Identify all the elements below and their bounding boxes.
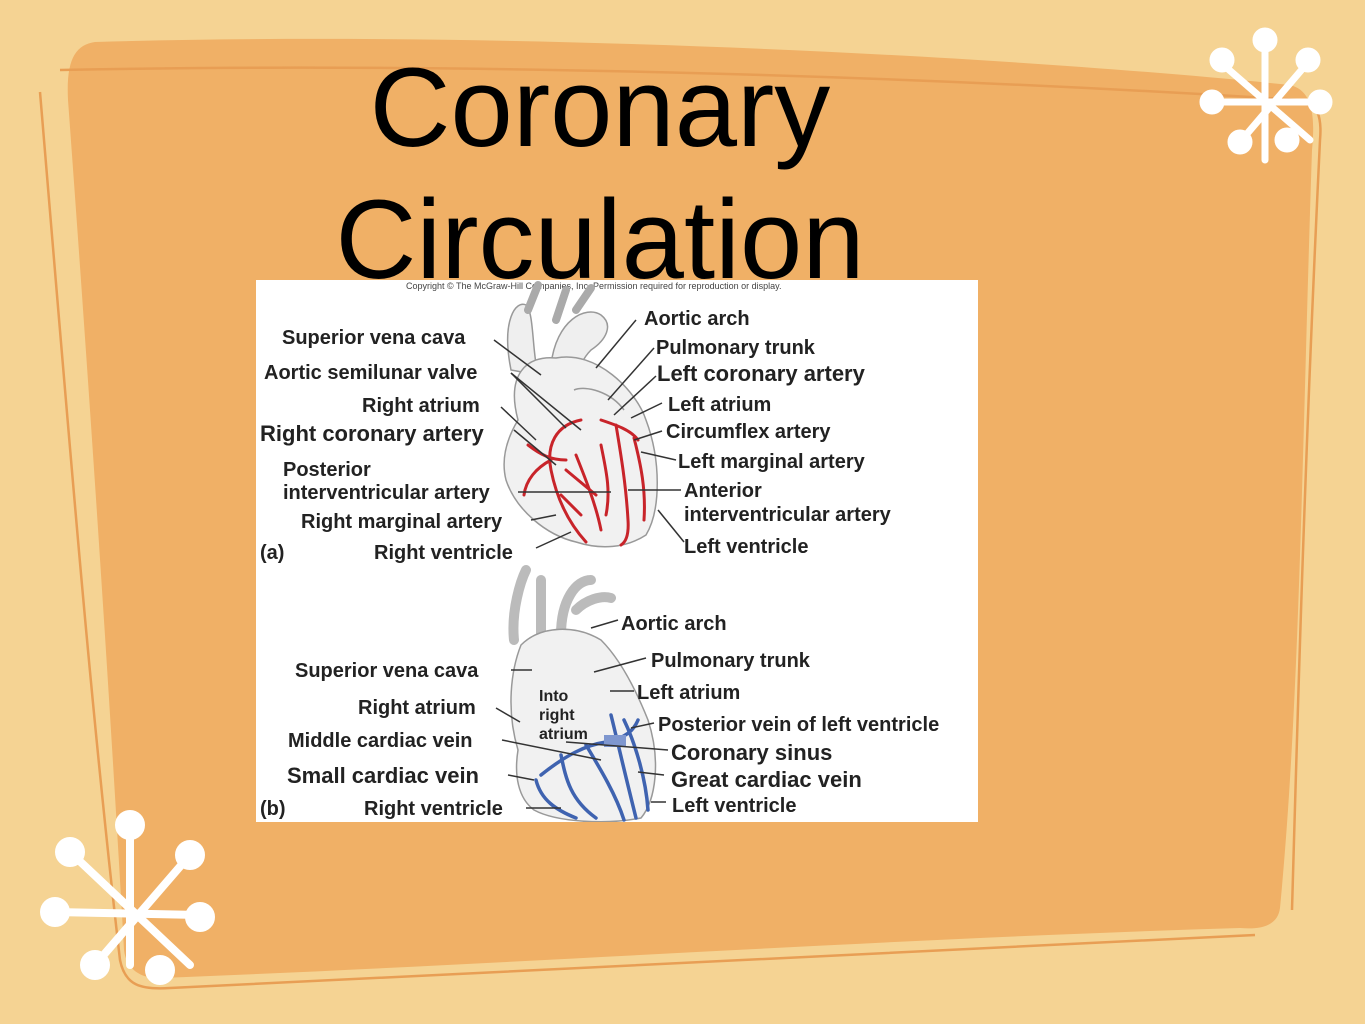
label-interventricular-artery-right: interventricular artery [684, 504, 892, 526]
labels-panel-b: Aortic arch Pulmonary trunk Left atrium … [260, 613, 939, 820]
label-aortic-semilunar-valve: Aortic semilunar valve [264, 362, 477, 384]
label-superior-vena-cava: Superior vena cava [282, 327, 466, 349]
label-right-atrium-b: Right atrium [358, 697, 476, 719]
starburst-icon [40, 810, 215, 985]
label-circumflex-artery: Circumflex artery [666, 421, 831, 443]
label-into: Into [539, 688, 569, 705]
label-middle-cardiac-vein: Middle cardiac vein [288, 730, 473, 752]
label-great-cardiac-vein: Great cardiac vein [671, 767, 862, 792]
label-left-coronary-artery: Left coronary artery [657, 361, 866, 386]
label-posterior: Posterior [283, 459, 371, 481]
label-aortic-arch-b: Aortic arch [621, 613, 727, 635]
leader-lines-b [495, 619, 669, 809]
label-left-marginal-artery: Left marginal artery [678, 451, 866, 473]
heart-posterior-illustration [508, 565, 657, 823]
labels-panel-a: Superior vena cava Aortic semilunar valv… [260, 308, 892, 564]
leader-lines-a [493, 319, 685, 549]
slide-title: Coronary Circulation [300, 42, 900, 306]
label-aortic-arch: Aortic arch [644, 308, 750, 330]
label-pulmonary-trunk: Pulmonary trunk [656, 337, 816, 359]
panel-b-tag: (b) [260, 798, 286, 820]
label-right-ventricle-b: Right ventricle [364, 798, 503, 820]
label-right: right [539, 707, 575, 724]
label-superior-vena-cava-b: Superior vena cava [295, 660, 479, 682]
label-right-marginal-artery: Right marginal artery [301, 511, 503, 533]
label-small-cardiac-vein: Small cardiac vein [287, 763, 479, 788]
cardiac-veins [534, 713, 650, 822]
coronary-arteries [522, 418, 646, 547]
heart-diagram-figure: Copyright © The McGraw-Hill Companies, I… [256, 280, 978, 823]
label-right-coronary-artery: Right coronary artery [260, 421, 484, 446]
label-right-atrium: Right atrium [362, 395, 480, 417]
panel-a-tag: (a) [260, 542, 284, 564]
starburst-icon [1199, 27, 1333, 164]
label-left-atrium: Left atrium [668, 394, 771, 416]
heart-diagram: Copyright © The McGraw-Hill Companies, I… [260, 281, 939, 823]
label-left-ventricle-b: Left ventricle [672, 795, 796, 817]
label-anterior: Anterior [684, 480, 762, 502]
label-posterior-vein-left-ventricle: Posterior vein of left ventricle [658, 714, 939, 736]
title-line-1: Coronary [369, 45, 831, 170]
label-left-atrium-b: Left atrium [637, 682, 740, 704]
label-left-ventricle: Left ventricle [684, 536, 808, 558]
label-atrium: atrium [539, 726, 588, 743]
label-pulmonary-trunk-b: Pulmonary trunk [651, 650, 811, 672]
label-right-ventricle: Right ventricle [374, 542, 513, 564]
label-interventricular-artery-left: interventricular artery [283, 482, 491, 504]
label-coronary-sinus: Coronary sinus [671, 740, 832, 765]
